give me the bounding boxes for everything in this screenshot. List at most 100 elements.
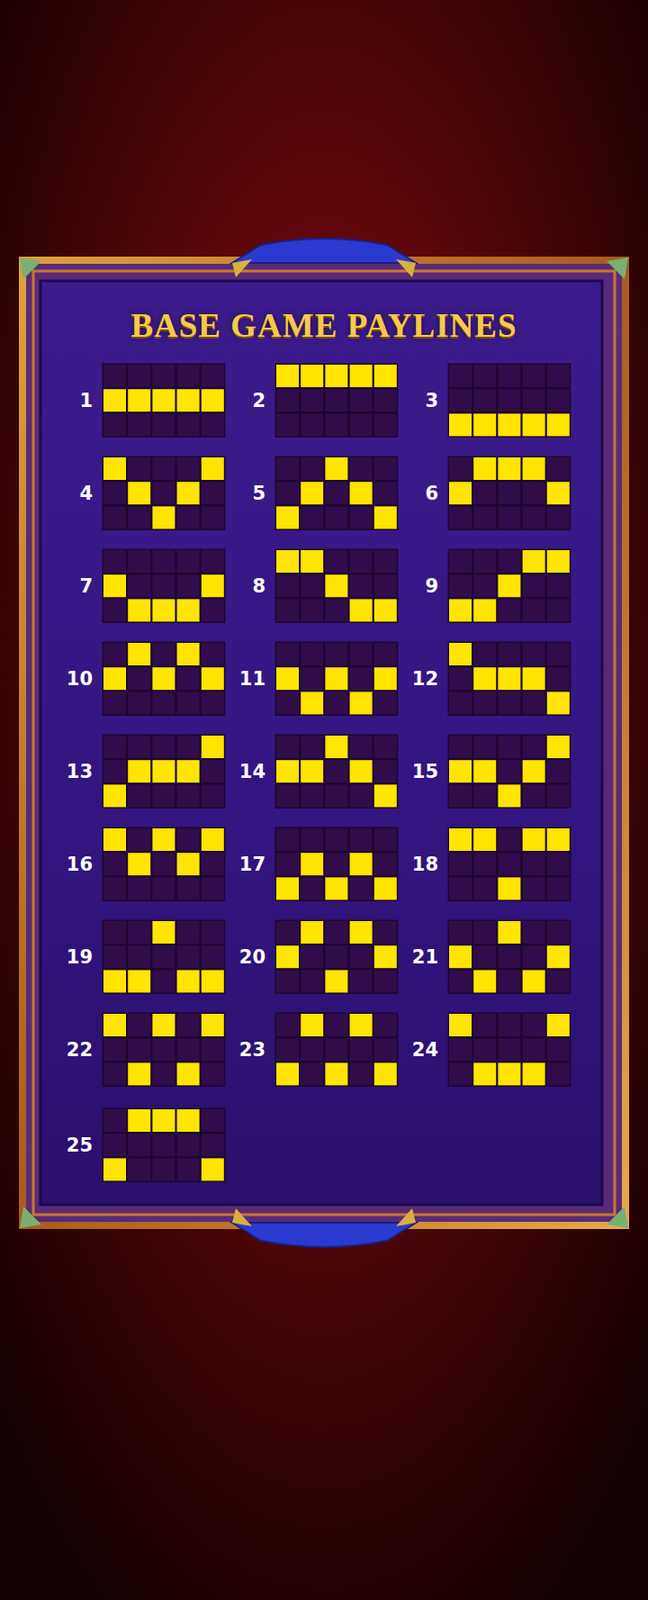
empty-cell <box>103 1037 126 1061</box>
empty-cell <box>177 1133 200 1156</box>
empty-cell <box>300 413 324 436</box>
empty-cell <box>522 642 546 666</box>
empty-cell <box>374 1037 397 1061</box>
empty-cell <box>300 598 324 621</box>
payline-number: 17 <box>220 853 266 875</box>
empty-cell <box>127 574 151 597</box>
empty-cell <box>449 574 472 597</box>
lit-cell <box>324 364 348 387</box>
payline-grid <box>102 827 226 901</box>
empty-cell <box>152 1157 175 1180</box>
empty-cell <box>177 457 200 480</box>
grid-back <box>102 734 226 809</box>
grid-back <box>102 641 226 716</box>
lit-cell <box>374 945 397 968</box>
payline-number: 3 <box>393 389 439 412</box>
empty-cell <box>276 642 299 666</box>
empty-cell <box>547 759 570 783</box>
lit-cell <box>497 413 521 436</box>
empty-cell <box>201 783 225 807</box>
lit-cell <box>324 876 348 900</box>
grid-back <box>448 734 572 809</box>
lit-cell <box>547 549 570 573</box>
empty-cell <box>201 642 225 666</box>
empty-cell <box>522 388 546 412</box>
empty-cell <box>547 388 570 412</box>
empty-cell <box>103 549 126 573</box>
empty-cell <box>350 828 373 851</box>
lit-cell <box>127 598 151 621</box>
lit-cell <box>103 1013 126 1036</box>
empty-cell <box>522 920 546 944</box>
empty-cell <box>449 691 472 714</box>
payline-number: 25 <box>47 1134 93 1156</box>
empty-cell <box>522 1037 546 1061</box>
lit-cell <box>473 666 496 690</box>
ornament-tip <box>232 259 252 278</box>
empty-cell <box>324 1013 348 1036</box>
payline-grid <box>275 549 399 623</box>
corner-ornament <box>19 1206 42 1228</box>
payline-number: 18 <box>393 853 439 875</box>
empty-cell <box>350 574 373 597</box>
empty-cell <box>374 1013 397 1036</box>
empty-cell <box>547 1062 570 1085</box>
empty-cell <box>374 457 397 480</box>
lit-cell <box>177 1108 200 1132</box>
empty-cell <box>324 481 348 504</box>
payline-number: 13 <box>47 760 93 783</box>
lit-cell <box>177 642 200 666</box>
lit-cell <box>300 920 324 944</box>
empty-cell <box>127 828 151 851</box>
empty-cell <box>177 549 200 573</box>
empty-cell <box>350 549 373 573</box>
lit-cell <box>177 969 200 992</box>
lit-cell <box>177 759 200 783</box>
empty-cell <box>324 1037 348 1061</box>
empty-cell <box>449 735 472 758</box>
empty-cell <box>103 691 126 714</box>
empty-cell <box>497 945 521 968</box>
empty-cell <box>324 413 348 436</box>
empty-cell <box>152 413 175 436</box>
ornament-tip <box>396 259 416 278</box>
empty-cell <box>276 783 299 807</box>
lit-cell <box>152 666 175 690</box>
empty-cell <box>473 1037 496 1061</box>
lit-cell <box>127 388 151 412</box>
payline-grid <box>448 919 572 994</box>
empty-cell <box>103 876 126 900</box>
grid-back <box>102 549 226 623</box>
empty-cell <box>127 1013 151 1036</box>
payline-grid <box>275 919 399 994</box>
payline-number: 2 <box>220 389 266 412</box>
lit-cell <box>201 1157 225 1180</box>
empty-cell <box>276 1037 299 1061</box>
empty-cell <box>152 574 175 597</box>
lit-cell <box>201 574 225 597</box>
empty-cell <box>449 1037 472 1061</box>
empty-cell <box>201 759 225 783</box>
lit-cell <box>547 413 570 436</box>
empty-cell <box>127 1157 151 1180</box>
bottom-ornament <box>232 1222 416 1247</box>
empty-cell <box>103 481 126 504</box>
empty-cell <box>103 852 126 875</box>
lit-cell <box>103 828 126 851</box>
lit-cell <box>522 549 546 573</box>
lit-cell <box>127 852 151 875</box>
lit-cell <box>276 876 299 900</box>
empty-cell <box>152 1133 175 1156</box>
payline-number: 16 <box>47 853 93 875</box>
lit-cell <box>547 691 570 714</box>
empty-cell <box>177 876 200 900</box>
empty-cell <box>547 598 570 621</box>
lit-cell <box>449 945 472 968</box>
lit-cell <box>300 852 324 875</box>
empty-cell <box>547 364 570 387</box>
empty-cell <box>473 642 496 666</box>
empty-cell <box>374 759 397 783</box>
lit-cell <box>522 413 546 436</box>
empty-cell <box>300 1037 324 1061</box>
empty-cell <box>324 642 348 666</box>
